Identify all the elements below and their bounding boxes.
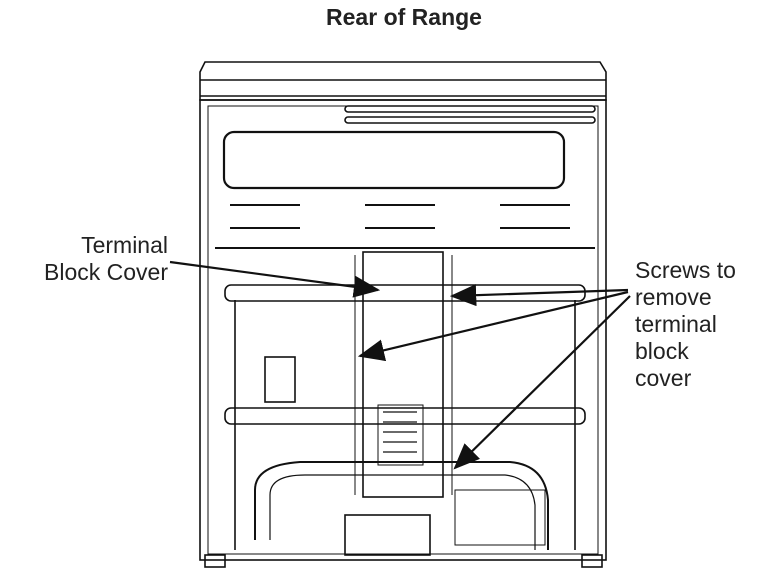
label-line: Terminal bbox=[81, 232, 168, 258]
label-line: terminal bbox=[635, 311, 717, 337]
label-line: block bbox=[635, 338, 689, 364]
screws-label: Screws to remove terminal block cover bbox=[635, 257, 736, 392]
label-line: Block Cover bbox=[44, 259, 168, 285]
arrow-screw-upper-left bbox=[357, 290, 629, 362]
terminal-block-cover-label: Terminal Block Cover bbox=[20, 232, 168, 286]
label-line: Screws to bbox=[635, 257, 736, 283]
label-line: remove bbox=[635, 284, 712, 310]
arrow-screw-upper-right bbox=[449, 284, 629, 307]
arrow-terminal-cover bbox=[169, 260, 381, 298]
arrow-screw-bottom bbox=[453, 295, 631, 470]
diagram-title: Rear of Range bbox=[326, 4, 482, 30]
label-line: cover bbox=[635, 365, 692, 391]
